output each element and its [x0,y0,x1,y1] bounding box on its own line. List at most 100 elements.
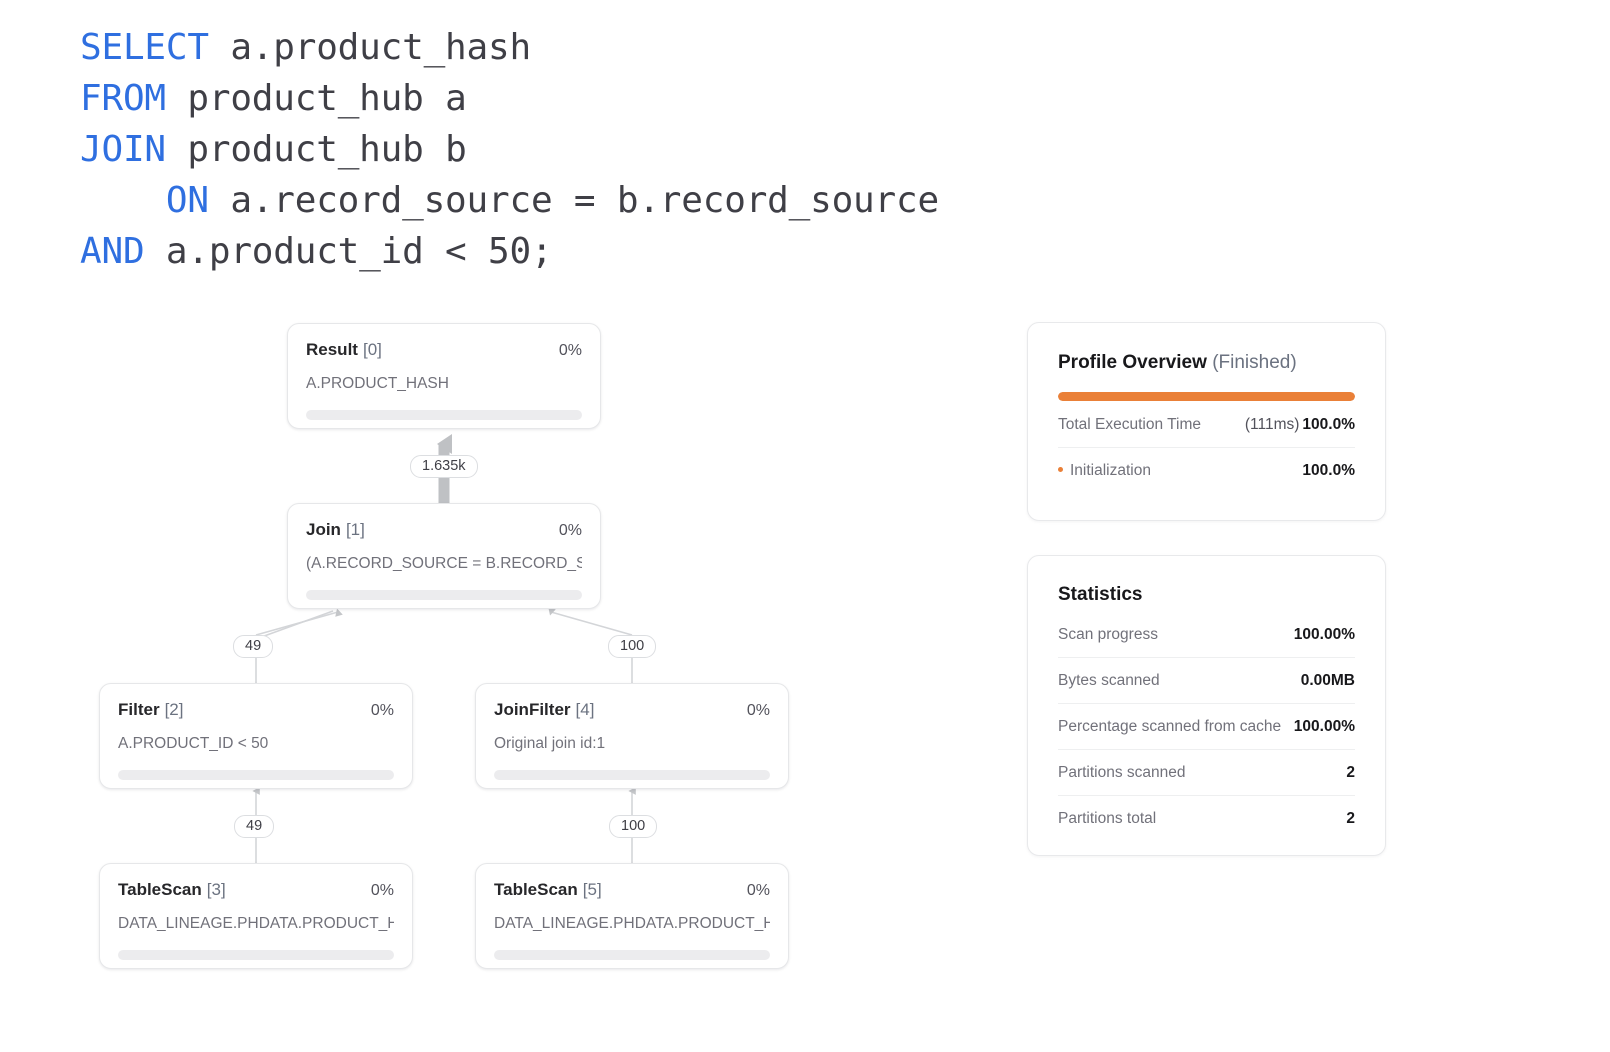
plan-node-title: Join [306,520,341,539]
profile-overview-status: (Finished) [1212,352,1297,373]
edge-label-ts3-to-filter: 49 [234,815,275,838]
plan-node-title-group: Join[1] [306,520,365,540]
profile-row-label: Initialization [1070,462,1151,479]
statistics-row-label: Percentage scanned from cache [1058,718,1282,735]
plan-node-progress-bar [306,410,582,420]
statistics-row-label: Partitions total [1058,810,1157,827]
plan-node-index: [4] [575,700,595,719]
sql-line-1: SELECT a.product_hash [80,22,939,73]
plan-node-header: TableScan[5] 0% [494,880,770,901]
plan-node-detail: A.PRODUCT_ID < 50 [118,735,269,752]
plan-node-tablescan-5[interactable]: TableScan[5] 0% DATA_LINEAGE.PHDATA.PROD… [475,863,789,969]
sql-line-3: JOIN product_hub b [80,124,939,175]
statistics-card: Statistics Scan progress 100.00% Bytes s… [1027,555,1386,856]
statistics-row-label: Scan progress [1058,626,1158,643]
sql-keyword: FROM [80,78,166,119]
profile-row-label: Total Execution Time [1058,416,1202,433]
sql-line-2: FROM product_hub a [80,73,939,124]
plan-node-header: TableScan[3] 0% [118,880,394,901]
sql-line-4: ON a.record_source = b.record_source [80,175,939,226]
statistics-title: Statistics [1058,584,1143,605]
statistics-row-label: Partitions scanned [1058,764,1186,781]
plan-node-title: Filter [118,700,160,719]
statistics-row-value: 0.00MB [1300,672,1355,689]
plan-node-progress-bar [494,770,770,780]
plan-node-title: Result [306,340,358,359]
plan-node-progress-bar [118,770,394,780]
edge-label-join-to-result: 1.635k [410,455,478,478]
plan-node-index: [1] [345,520,365,539]
sql-keyword: ON [80,180,209,221]
plan-node-title: TableScan [118,880,202,899]
profile-row-label-group: Initialization [1058,462,1151,480]
plan-node-joinfilter[interactable]: JoinFilter[4] 0% Original join id:1 [475,683,789,789]
plan-node-detail: DATA_LINEAGE.PHDATA.PRODUCT_HUB [494,915,770,932]
profile-row-total-execution-time: Total Execution Time (111ms)100.0% [1058,401,1355,448]
statistics-row-scan-progress: Scan progress 100.00% [1058,606,1355,658]
plan-node-header: Result[0] 0% [306,340,582,361]
profile-row-percent: 100.0% [1302,462,1355,479]
plan-node-percent: 0% [746,882,770,899]
profile-row-percent: 100.0% [1302,416,1355,433]
plan-node-title-group: TableScan[5] [494,880,602,900]
profile-overview-title-text: Profile Overview [1058,352,1207,373]
profile-row-initialization: Initialization 100.0% [1058,448,1355,493]
plan-node-join[interactable]: Join[1] 0% (A.RECORD_SOURCE = B.RECORD_S… [287,503,601,609]
sql-text: a.product_id < 50; [144,231,553,272]
statistics-row-value: 2 [1346,810,1355,827]
plan-node-progress-bar [306,590,582,600]
plan-node-progress-bar [118,950,394,960]
bullet-dot-icon [1058,467,1063,473]
sql-keyword: AND [80,231,145,272]
statistics-row-bytes-scanned: Bytes scanned 0.00MB [1058,658,1355,704]
plan-node-tablescan-3[interactable]: TableScan[3] 0% DATA_LINEAGE.PHDATA.PROD… [99,863,413,969]
plan-node-percent: 0% [558,522,582,539]
sql-keyword: SELECT [80,27,209,68]
plan-node-title-group: Filter[2] [118,700,183,720]
sql-text: product_hub b [165,129,467,170]
sql-text: a.product_hash [208,27,531,68]
plan-node-percent: 0% [558,342,582,359]
statistics-row-value: 100.00% [1293,718,1355,735]
statistics-row-label: Bytes scanned [1058,672,1160,689]
plan-node-header: JoinFilter[4] 0% [494,700,770,721]
plan-node-title: TableScan [494,880,578,899]
statistics-row-value: 100.00% [1293,626,1355,643]
statistics-row-value: 2 [1346,764,1355,781]
edge-filter-to-join-line [255,608,343,636]
statistics-row-percentage-scanned-from-cache: Percentage scanned from cache 100.00% [1058,704,1355,750]
profile-row-value: (111ms)100.0% [1245,416,1355,434]
sql-text: product_hub a [165,78,467,119]
profile-progress-fill [1058,392,1355,401]
plan-node-index: [3] [206,880,226,899]
sql-keyword: JOIN [80,129,166,170]
statistics-row-partitions-scanned: Partitions scanned 2 [1058,750,1355,796]
plan-node-index: [2] [164,700,184,719]
plan-node-header: Filter[2] 0% [118,700,394,721]
sql-text: a.record_source = b.record_source [208,180,939,221]
profile-row-duration: (111ms) [1244,416,1300,433]
edge-joinfilter-to-join-line [548,607,633,636]
plan-node-title-group: JoinFilter[4] [494,700,594,720]
plan-node-index: [5] [582,880,602,899]
profile-overview-rows: Total Execution Time (111ms)100.0% Initi… [1058,401,1355,493]
profile-overview-card: Profile Overview (Finished) Total Execut… [1027,322,1386,521]
sql-line-5: AND a.product_id < 50; [80,226,939,277]
plan-node-progress-bar [494,950,770,960]
statistics-rows: Scan progress 100.00% Bytes scanned 0.00… [1058,606,1355,841]
profile-progress-track [1058,392,1355,401]
plan-node-title: JoinFilter [494,700,571,719]
plan-node-title-group: TableScan[3] [118,880,226,900]
plan-node-header: Join[1] 0% [306,520,582,541]
edge-label-ts5-to-joinfilter: 100 [609,815,658,838]
plan-node-percent: 0% [746,702,770,719]
plan-node-index: [0] [362,340,382,359]
plan-node-filter[interactable]: Filter[2] 0% A.PRODUCT_ID < 50 [99,683,413,789]
plan-node-percent: 0% [370,702,394,719]
plan-node-result[interactable]: Result[0] 0% A.PRODUCT_HASH [287,323,601,429]
plan-node-title-group: Result[0] [306,340,382,360]
plan-node-detail: DATA_LINEAGE.PHDATA.PRODUCT_HUB [118,915,394,932]
edge-label-joinfilter-to-join: 100 [608,635,657,658]
plan-node-percent: 0% [370,882,394,899]
